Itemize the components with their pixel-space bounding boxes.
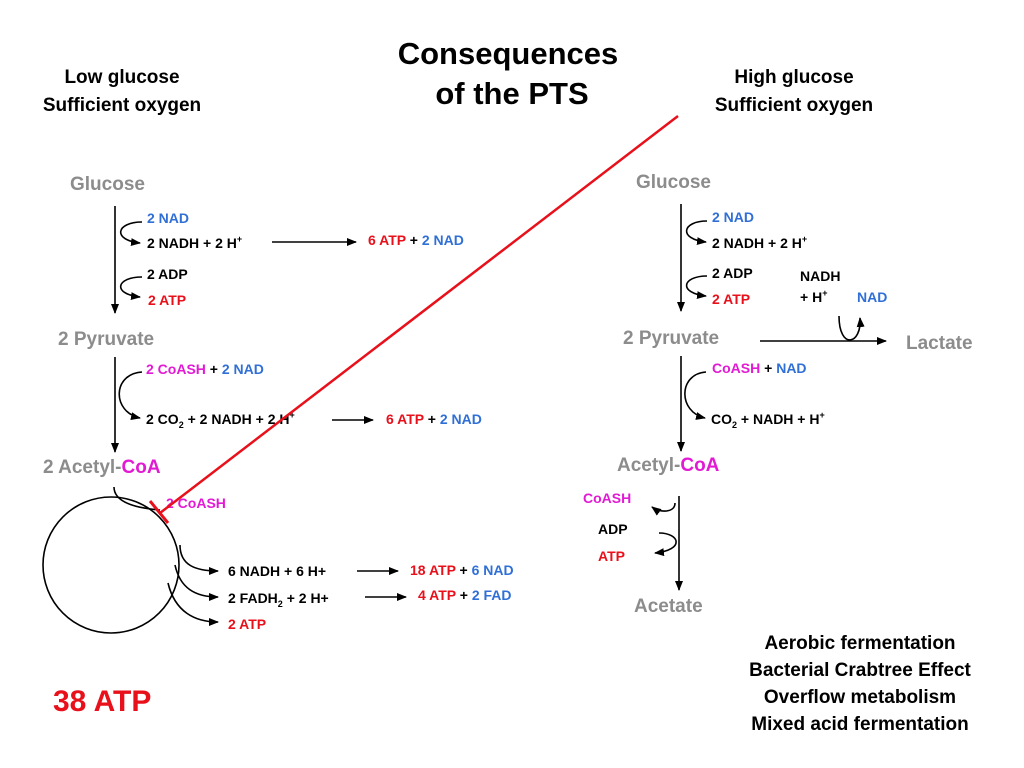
acetate-adp: ADP [598,521,628,537]
term-crabtree-effect: Bacterial Crabtree Effect [749,660,971,681]
left-pyruvate: 2 Pyruvate [58,329,154,350]
left-condition-line2: Sufficient oxygen [43,95,201,116]
term-mixed-acid-fermentation: Mixed acid fermentation [751,714,969,735]
right-acetate: Acetate [634,596,703,617]
right-nad-in: 2 NAD [712,209,754,225]
left-nad-curl [119,221,143,247]
left-coash-out: 2 CoASH [166,495,226,511]
acetate-coash-curl [651,502,676,516]
left-condition-line1: Low glucose [64,67,179,88]
left-adp-curl [119,276,143,301]
right-lactate: Lactate [906,333,973,354]
tca-fadh: 2 FADH2 + 2 H+ [228,590,329,609]
lactate-nadh-curl [838,315,865,341]
term-overflow-metabolism: Overflow metabolism [764,687,956,708]
left-glucose: Glucose [70,174,145,195]
left-co2-out: 2 CO2 + 2 NADH + 2 H+ [146,410,295,430]
right-glucose: Glucose [636,172,711,193]
tca-fadh-yield: 4 ATP + 2 FAD [418,587,512,603]
term-aerobic-fermentation: Aerobic fermentation [764,633,955,654]
left-coash-curl [118,371,143,421]
right-atp-out: 2 ATP [712,291,750,307]
pts-inhibition-bar [148,500,170,524]
acetate-atp: ATP [598,548,625,564]
right-nadh-out: 2 NADH + 2 H+ [712,234,807,251]
right-condition-line1: High glucose [734,67,853,88]
tca-fadh-arrow [174,564,219,601]
right-coash-curl [684,371,707,420]
total-atp: 38 ATP [53,685,151,718]
right-adp-curl [685,275,708,300]
right-pyruvate: 2 Pyruvate [623,328,719,349]
left-adp-in: 2 ADP [147,266,188,282]
right-adp-in: 2 ADP [712,265,753,281]
left-nadh-yield: 6 ATP + 2 NAD [368,232,464,248]
tca-cycle-circle [42,496,180,634]
page-title-line1: Consequences [398,36,619,71]
left-nad-in: 2 NAD [147,210,189,226]
page-title-line2: of the PTS [435,76,588,111]
right-co2-out: CO2 + NADH + H+ [711,410,825,430]
tca-nadh-yield: 18 ATP + 6 NAD [410,562,514,578]
tca-atp: 2 ATP [228,616,266,632]
left-acetyl-entry [113,486,161,511]
left-co2-yield: 6 ATP + 2 NAD [386,411,482,427]
left-acetyl-coa: 2 Acetyl-CoA [43,457,161,478]
right-acetyl-coa: Acetyl-CoA [617,455,720,476]
tca-nadh-arrow [179,544,219,575]
tca-nadh: 6 NADH + 6 H+ [228,563,326,579]
right-condition-line2: Sufficient oxygen [715,95,873,116]
left-nadh-out: 2 NADH + 2 H+ [147,234,242,251]
left-atp-out: 2 ATP [148,292,186,308]
acetate-adp-curl [654,532,677,557]
pts-inhibition-line [159,115,679,514]
lactate-nad: NAD [857,289,887,305]
left-coash-in: 2 CoASH + 2 NAD [146,361,264,377]
right-nad-curl [685,220,708,246]
right-coash-in: CoASH + NAD [712,360,807,376]
tca-atp-arrow [167,582,219,626]
lactate-h: + H+ [800,288,827,305]
acetate-coash: CoASH [583,490,631,506]
lactate-nadh: NADH [800,268,840,284]
